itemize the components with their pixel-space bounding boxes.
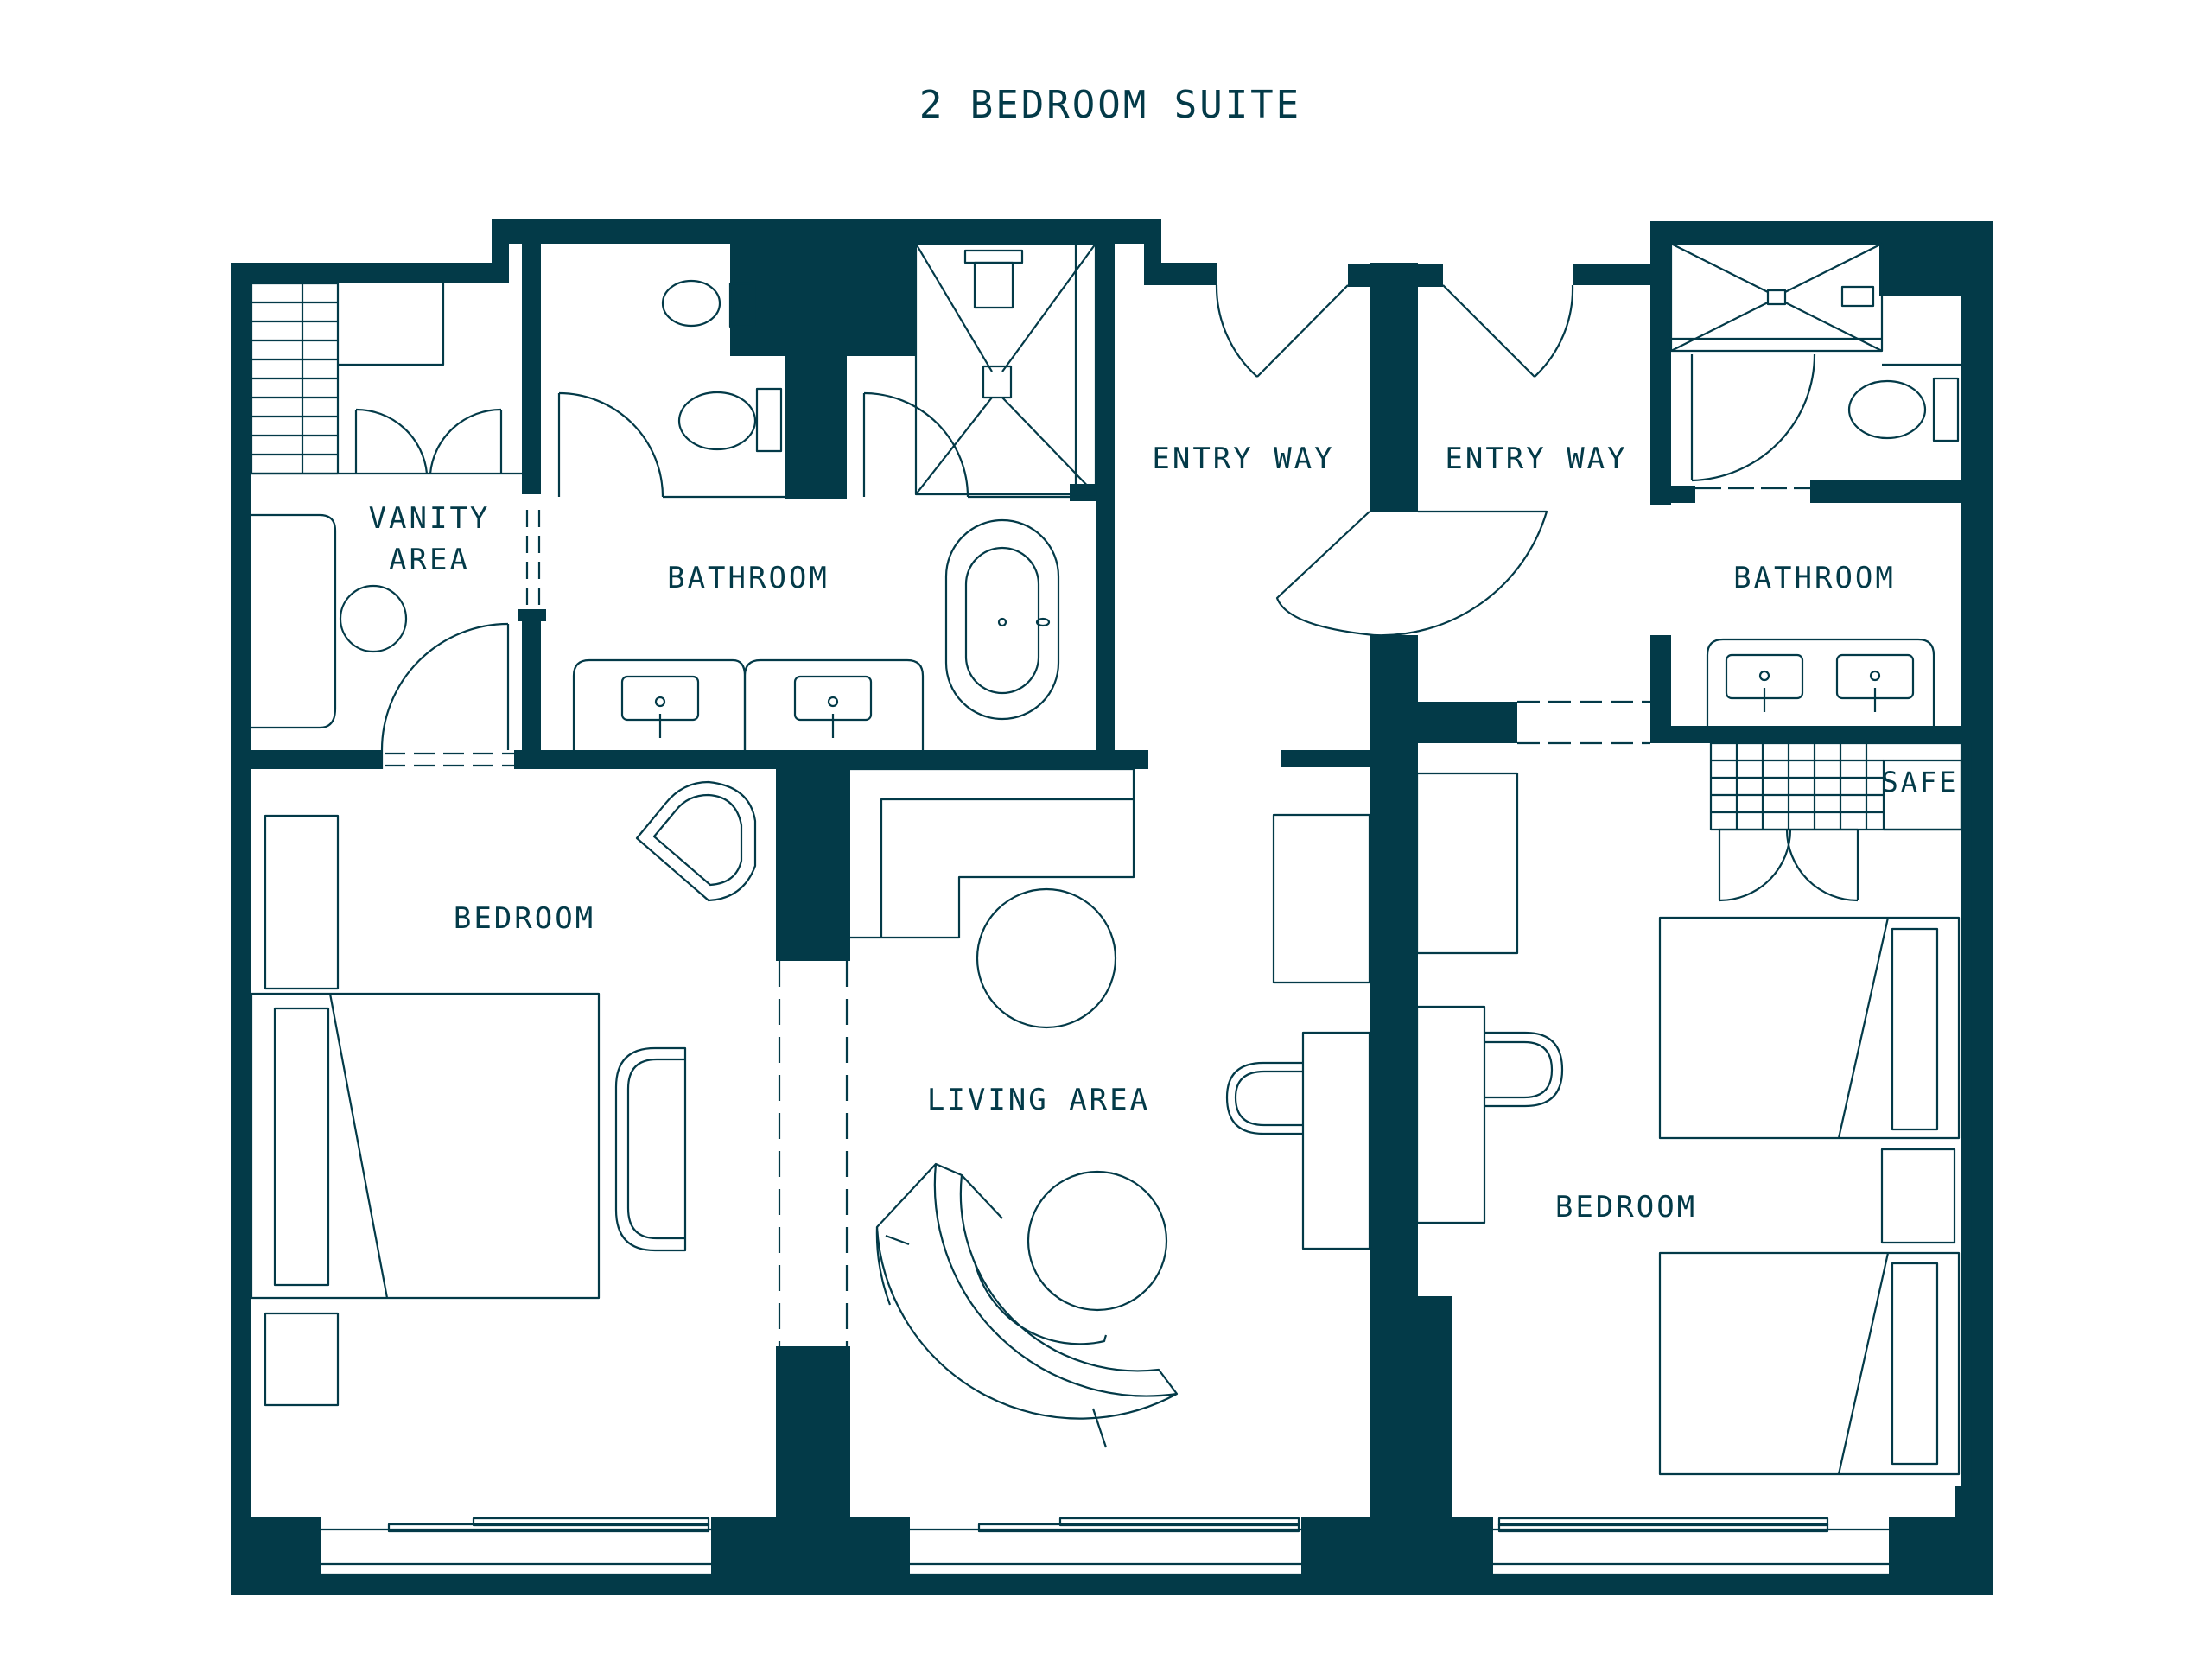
wall-bath-pillar [730,244,917,356]
label-living-area: LIVING AREA [927,1083,1150,1117]
sofa-curved [875,1162,1179,1448]
wall-shelf-living [1272,813,1371,984]
entry-door-right [1442,284,1574,378]
closet-doors-left [354,408,503,474]
wall-left-vanity [522,244,541,494]
wall-top-notch-right [1144,219,1161,264]
bed-right-bottom [1658,1251,1961,1476]
wall-bath-right-jamb [1070,484,1115,501]
bathtub [944,518,1060,721]
wall-center-lower [1370,635,1418,1574]
double-vanity-right [1706,638,1936,726]
shower-door-left [862,391,1070,499]
vanity-counter [251,513,408,729]
entry-door-left [1215,284,1349,378]
bench-left [614,1046,687,1252]
wc-door [557,391,785,499]
wardrobe-left [264,814,340,990]
wc-toilet-right [1847,363,1961,442]
wall-living-top-r [1281,750,1376,767]
label-vanity-line1: VANITY [369,501,491,536]
wall-living-divider-upper [776,769,850,961]
pillar-bottom-1 [231,1517,321,1595]
wc-toilet-mid [677,387,783,453]
dining-table-center [1225,1031,1371,1250]
label-vanity-line2: AREA [389,543,470,577]
bed-right-top [1658,916,1961,1140]
wall-rbath-jamb [1659,486,1695,503]
label-bedroom-right: BEDROOM [1555,1190,1697,1224]
desk-l-shaped [850,767,1135,939]
label-entry-right: ENTRY WAY [1445,442,1627,476]
shower-door-right [1690,353,1816,482]
nightstand-left [264,1312,340,1407]
bed-left [250,992,601,1300]
closet-shelves-right [1709,741,1963,831]
wall-top-middle [492,219,1161,244]
shower-right [1669,242,1884,353]
double-vanity-left [572,658,925,750]
wall-center-shelf [1417,702,1517,743]
closet-swing-door [1275,510,1548,637]
label-entry-left: ENTRY WAY [1152,442,1334,476]
wall-bath-pillar-stem [785,356,847,499]
label-safe: SAFE [1881,766,1958,798]
wall-vanity-bottom-r [514,750,1148,769]
label-bedroom-left: BEDROOM [454,901,595,936]
wall-top-entry-stub-3 [1573,264,1655,285]
closet-doors-right [1718,743,1972,1486]
wall-rbath-left [1650,221,1671,505]
wall-top-left [231,263,492,283]
wall-rbath-divider [1810,480,1961,503]
wall-center-upper [1370,263,1418,512]
room-labels: VANITY AREA BATHROOM ENTRY WAY ENTRY WAY… [369,442,1958,1224]
windows [321,1517,1889,1576]
shower-left [914,242,1097,496]
label-bathroom-right: BATHROOM [1733,561,1896,595]
wall-outer-right [1961,221,1993,1595]
wall-outer-left [231,263,251,1595]
wall-rbath-left-lower [1650,635,1671,743]
wall-top-entry-stub [1144,263,1217,285]
wc-toilet-top [661,279,756,328]
bedroom-left-opening [778,961,849,1346]
vanity-opening-dashes [525,510,541,607]
bath-right-opening-dashes [1517,700,1650,745]
ottoman-curved [973,1261,1108,1345]
wall-vanity-jamb [518,609,546,621]
wall-bottom [231,1574,1993,1595]
nightstand-right [1880,1148,1956,1244]
vanity-door [380,622,514,769]
wall-rbath-bottom [1650,726,1979,743]
plan-title: 2 BEDROOM SUITE [919,83,1301,127]
label-bathroom-left: BATHROOM [667,561,830,595]
armchair-bedroom-left [635,780,757,902]
pillar-bottom-2 [711,1517,910,1595]
wall-left-vanity-2 [522,609,541,769]
walls [231,219,1993,1595]
desk-right [1415,772,1564,1224]
pillar-bottom-3 [1301,1517,1493,1595]
wall-vanity-bottom-l [231,750,382,769]
closet-shelves-left [250,282,522,475]
pillar-bottom-4 [1889,1517,1993,1595]
coffee-table-round [1027,1170,1168,1312]
round-table-top [976,887,1117,1029]
wall-rbath-top-corner [1879,221,1961,296]
